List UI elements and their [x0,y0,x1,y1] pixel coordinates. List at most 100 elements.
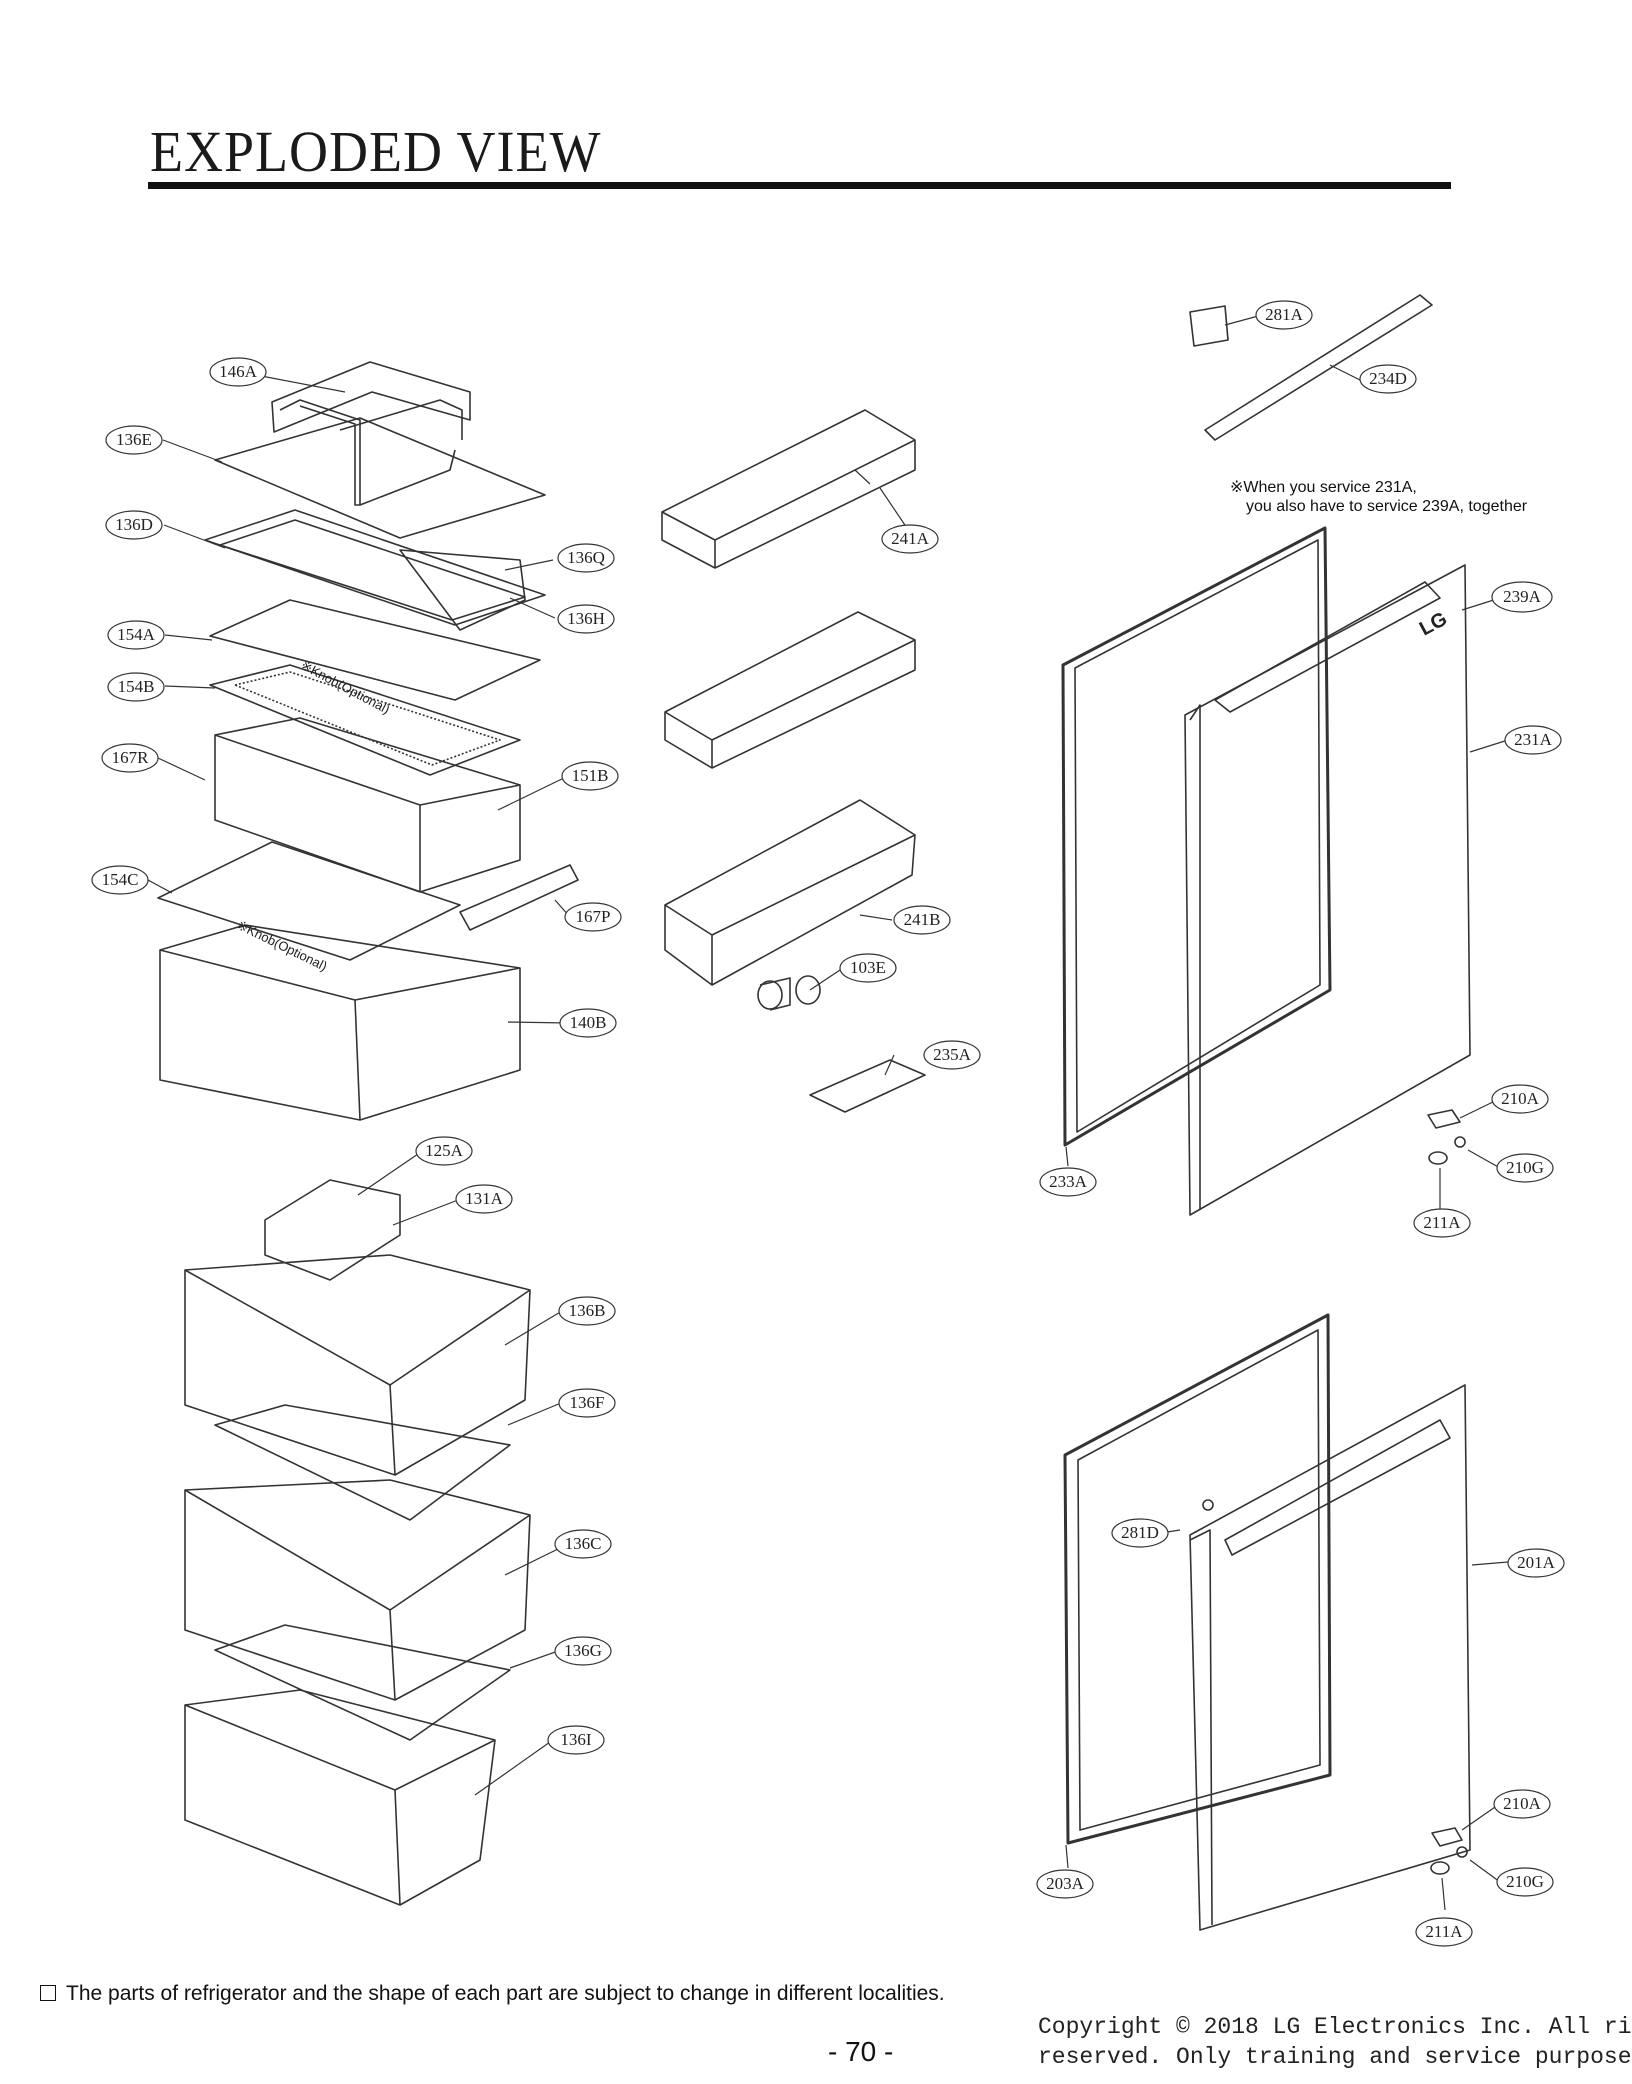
callout-239A [1491,581,1553,613]
callout-label: 146A [219,362,258,381]
door-basket-241A-part [661,409,916,769]
callout-281D [1111,1518,1169,1548]
callout-label: 281D [1121,1523,1159,1542]
cylinders-103E-part [757,975,821,1011]
callout-label: 136D [115,515,153,534]
callout-234D [1359,364,1417,394]
callout-125A [415,1136,473,1166]
callout-235A [923,1040,981,1070]
callout-label: 211A [1425,1922,1463,1941]
callout-167P [564,902,622,932]
callout-label: 231A [1514,730,1553,749]
callout-label: 235A [933,1045,972,1064]
ice-tray-125A-part [264,1179,401,1281]
slider-167P-part [459,864,579,931]
callout-label: 136C [565,1534,602,1553]
callout-label: 210A [1503,1794,1542,1813]
leader-lines [147,314,1509,1911]
callout-151B [561,761,619,791]
drawer-140B-part [159,924,521,1121]
callout-136G [554,1636,612,1666]
callout-label: 136I [560,1730,592,1749]
callout-label: 241A [891,529,930,548]
callout-131A [455,1184,513,1214]
callout-201A [1507,1548,1565,1578]
callout-231A [1504,725,1562,755]
callout-label: 131A [465,1189,504,1208]
callout-103E [839,953,897,983]
callout-241B [893,905,951,935]
door-231A-part [1184,564,1471,1216]
callout-154C [91,865,149,895]
callout-241A [881,524,939,554]
lg-logo: LG [1416,608,1451,640]
callout-label: 239A [1503,587,1542,606]
knob-note-upper: ※Knob(Optional) [299,657,393,716]
hinge-lower-part [1430,1827,1468,1875]
copyright-line2: reserved. Only training and service purp… [1038,2044,1632,2070]
callout-label: 136F [570,1393,605,1412]
callout-label: 210A [1501,1089,1540,1108]
callout-label: 103E [850,958,886,977]
gasket-203A-part [1063,1313,1332,1845]
footer-note: The parts of refrigerator and the shape … [40,1982,945,2006]
callout-label: 136H [567,609,605,628]
callout-136I [547,1725,605,1755]
callout-154B [107,672,165,702]
callout-label: 136B [569,1301,606,1320]
bar-234D-part [1204,294,1433,441]
door-201A-part [1189,1384,1471,1931]
page-number: - 70 - [828,2036,894,2067]
callout-label: 210G [1506,1872,1544,1891]
page-title: EXPLODED VIEW [150,119,602,184]
callout-label: 154C [102,870,139,889]
wire-rack-part [271,361,471,506]
door-basket-241B-part [664,799,916,986]
egg-tray-235A-part [809,1059,926,1113]
callout-label: 136E [116,430,152,449]
callout-label: 241B [904,910,941,929]
callout-154A [107,620,165,650]
callout-140B [559,1008,617,1038]
service-note: ※When you service 231A, you also have to… [1230,478,1527,516]
drawer-136I-part [184,1689,496,1906]
callout-136E [105,425,163,455]
callout-label: 136Q [567,548,605,567]
tray-136F-part [214,1404,511,1521]
callout-203A [1036,1869,1094,1899]
cover-154A-part [209,599,541,701]
callout-211A-lower [1415,1917,1473,1947]
callout-210G-upper [1496,1153,1554,1183]
lid-154B-part [209,664,521,776]
callout-210G-lower [1496,1867,1554,1897]
cover-154C-part [157,841,461,961]
title-rule [148,182,1451,189]
callout-label: 233A [1049,1172,1088,1191]
callout-label: 211A [1423,1213,1461,1232]
callouts [91,300,1565,1947]
drawer-136C-part [184,1479,531,1701]
callout-label: 234D [1369,369,1407,388]
gasket-233A-part [1061,526,1332,1147]
checkbox-icon [40,1985,56,2001]
callout-136D [105,510,163,540]
drawer-136B-part [184,1254,531,1476]
callout-label: 167P [576,907,611,926]
callout-210A-lower [1493,1789,1551,1819]
callout-label: 154B [118,677,155,696]
callout-136B [558,1296,616,1326]
callout-136F [558,1388,616,1418]
tray-136G-part [214,1624,511,1741]
callout-146A [209,357,267,387]
service-note-line2: you also have to service 239A, together [1246,498,1528,515]
callout-167R [101,743,159,773]
callout-label: 203A [1046,1874,1085,1893]
footer-note-text: The parts of refrigerator and the shape … [66,1982,945,2005]
hinge-upper-part [1427,1109,1466,1165]
callout-label: 136G [564,1641,602,1660]
callout-210A-upper [1491,1084,1549,1114]
callout-label: 281A [1265,305,1304,324]
drawer-151B-part [214,717,521,893]
callout-233A [1039,1167,1097,1197]
